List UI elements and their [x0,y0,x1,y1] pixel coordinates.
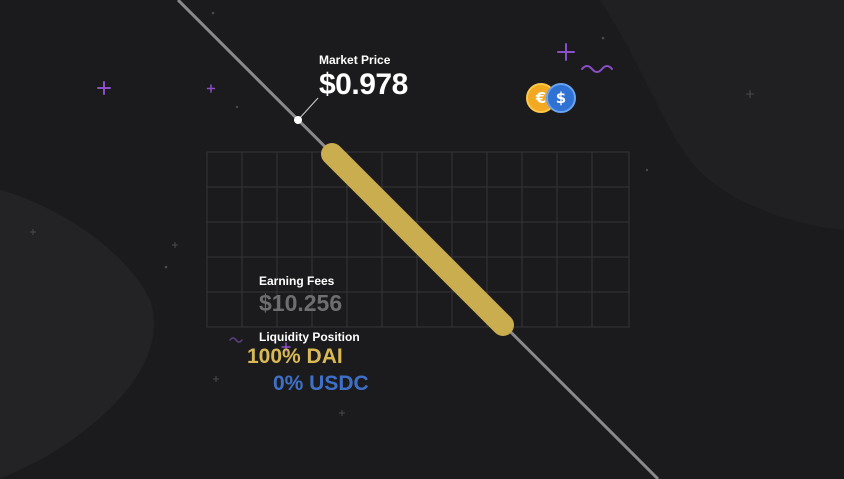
dai-allocation: 100% DAI [247,345,343,368]
usdc-coin-icon: $ [546,83,576,113]
plus-icon [172,242,178,248]
liquidity-range-bar [321,143,514,336]
plus-icon [206,84,216,93]
background-blob-right [600,0,844,230]
earning-fees-value: $10.256 [259,290,343,316]
price-grid [206,151,630,328]
faint-sparkles [30,90,754,416]
earning-fees-label: Earning Fees [259,274,335,288]
squiggle-decoration [581,65,613,73]
plus-icon [281,342,291,352]
market-price-pointer [297,97,319,121]
plus-icon [97,81,111,95]
tiny-dots [164,11,649,269]
plus-icon [339,410,345,416]
liquidity-position-label: Liquidity Position [259,330,360,344]
sparkle-decorations [97,43,575,352]
plus-icon [213,376,219,382]
market-price-value: $0.978 [319,68,408,101]
market-price-dot [294,116,302,124]
plus-icon [557,43,575,61]
background-blob-left [0,190,154,479]
plus-icon [746,90,754,98]
squiggle-decoration-small [229,337,243,343]
usdc-allocation: 0% USDC [273,372,369,395]
plus-icon [30,229,36,235]
market-price-label: Market Price [319,53,391,67]
